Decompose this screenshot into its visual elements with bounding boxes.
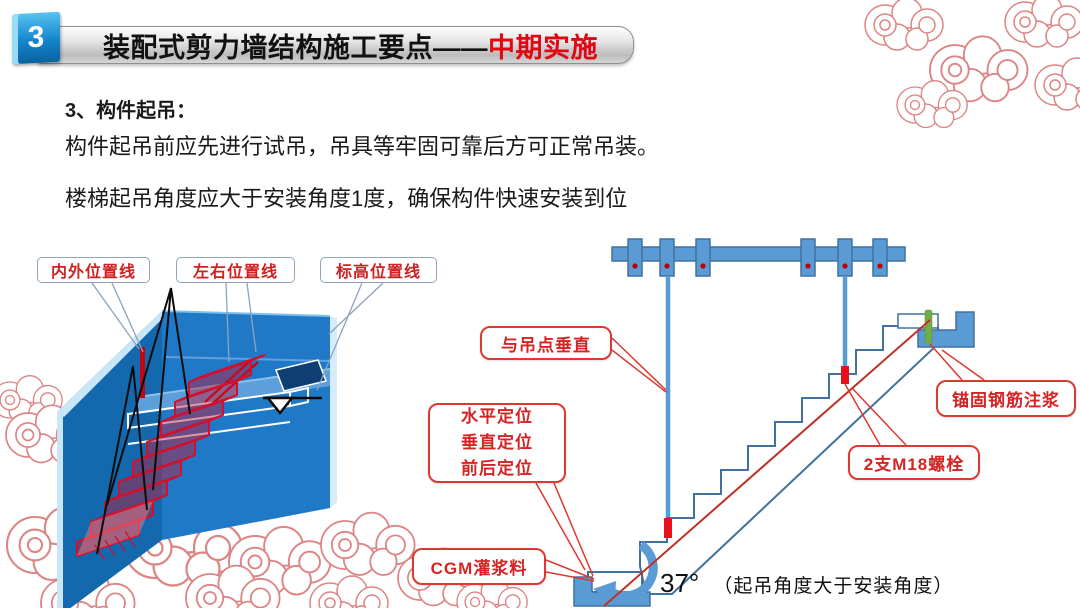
- callout-m18-bolts: 2支M18螺栓: [848, 445, 980, 480]
- callout-pointer-lines: [535, 337, 985, 582]
- body-line-2: 楼梯起吊角度应大于安装角度1度，确保构件快速安装到位: [65, 186, 628, 211]
- angle-value: 37°: [660, 568, 700, 598]
- label-left-right-position-line: 左右位置线: [176, 257, 295, 283]
- body-line-1: 构件起吊前应先进行试吊，吊具等牢固可靠后方可正常吊装。: [65, 134, 660, 159]
- body-heading: 3、构件起吊：: [65, 100, 197, 122]
- stair-position-lines-diagram: [57, 282, 384, 608]
- title-phase: 中期实施: [488, 32, 598, 63]
- precast-stair: [76, 354, 266, 561]
- angle-annotation: 37° （起吊角度大于安装角度）: [660, 568, 953, 599]
- label-inner-outer-position-line: 内外位置线: [37, 257, 150, 283]
- label-elevation-position-line: 标高位置线: [320, 257, 437, 283]
- m18-bolt-lower: [664, 518, 672, 538]
- callout-cgm-grout: CGM灌浆料: [412, 548, 546, 585]
- callout-anchor-rebar-grouting: 锚固钢筋注浆: [936, 380, 1076, 417]
- lifting-slings: [96, 287, 191, 555]
- label-pointer-lines: [91, 282, 384, 391]
- angle-note-text: （起吊角度大于安装角度）: [713, 576, 954, 597]
- stair-hoisting-diagram: [535, 238, 985, 607]
- section-number: 3: [27, 20, 45, 55]
- m18-bolt-upper: [841, 366, 849, 384]
- section-number-badge: 3: [12, 11, 60, 65]
- lift-angle-line: [603, 319, 931, 607]
- inner-outer-line-mark: [140, 347, 145, 398]
- slab-edge-piece: [274, 359, 328, 392]
- title-main: 装配式剪力墙结构施工要点——: [103, 32, 488, 63]
- elevation-marker: [263, 396, 322, 416]
- callout-positioning: 水平定位 垂直定位 前后定位: [428, 403, 566, 483]
- hoist-pins: [632, 263, 883, 269]
- spreader-beam: [611, 238, 906, 277]
- rotation-arrow: [593, 541, 658, 603]
- page-title: 装配式剪力墙结构施工要点——中期实施: [36, 26, 634, 64]
- anchor-rebar: [924, 309, 933, 345]
- body-text: 3、构件起吊： 构件起吊前应先进行试吊，吊具等牢固可靠后方可正常吊装。 楼梯起吊…: [65, 94, 765, 213]
- callout-perpendicular-to-hoist-point: 与吊点垂直: [480, 326, 612, 360]
